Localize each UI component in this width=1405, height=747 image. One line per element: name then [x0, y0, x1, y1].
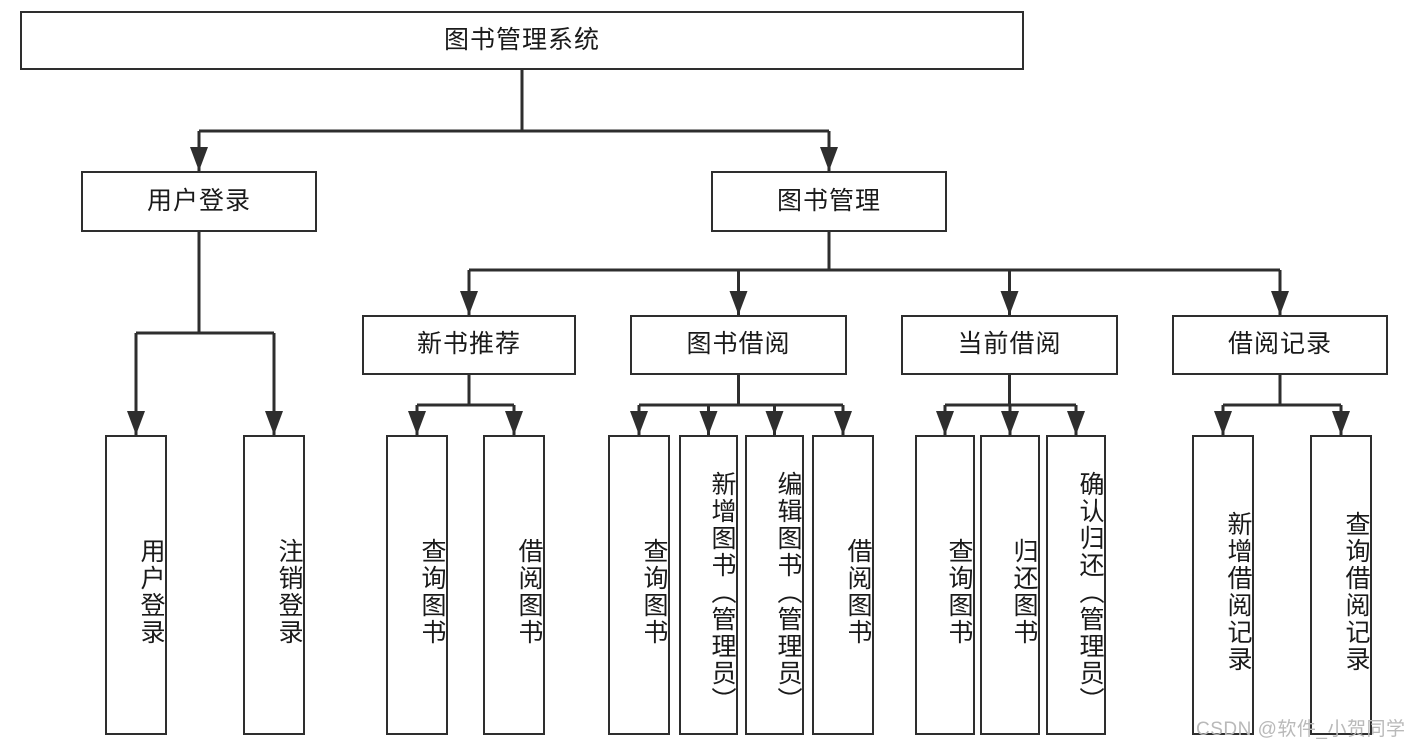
node-root[interactable]: 图书管理系统 — [20, 11, 1024, 70]
node-label: 查询图书 — [640, 538, 668, 646]
node-l-borrowbk[interactable]: 借阅图书 — [812, 435, 874, 735]
node-borrow[interactable]: 图书借阅 — [630, 315, 847, 375]
node-label: 查询图书 — [945, 538, 973, 646]
node-l-bnew[interactable]: 借阅图书 — [483, 435, 545, 735]
node-bookmgmt[interactable]: 图书管理 — [711, 171, 947, 232]
node-label: 归还图书 — [1010, 538, 1038, 646]
arrow-head — [1000, 291, 1019, 315]
node-l-logout[interactable]: 注销登录 — [243, 435, 305, 735]
arrow-head — [834, 411, 852, 435]
arrow-head — [190, 147, 208, 171]
node-label: 图书管理系统 — [443, 25, 600, 54]
arrow-head — [1067, 411, 1085, 435]
node-label: 图书借阅 — [686, 330, 791, 359]
arrow-head — [408, 411, 426, 435]
arrow-head — [460, 291, 478, 315]
arrow-head — [1001, 411, 1019, 435]
node-label: 借阅图书 — [844, 538, 872, 646]
arrow-head — [936, 411, 954, 435]
node-label: 用户登录 — [137, 538, 165, 646]
node-label: 新增借阅记录 — [1224, 511, 1252, 673]
arrow-head — [729, 291, 748, 315]
arrow-head — [820, 147, 838, 171]
arrow-head — [1271, 291, 1289, 315]
node-label: 借阅图书 — [515, 538, 543, 646]
node-l-qbook[interactable]: 查询图书 — [608, 435, 670, 735]
node-label: 注销登录 — [275, 538, 303, 646]
arrow-head — [765, 411, 784, 435]
node-label: 查询借阅记录 — [1342, 511, 1370, 673]
arrow-head — [1332, 411, 1350, 435]
node-l-addbook[interactable]: 新增图书（管理员） — [679, 435, 738, 735]
arrow-head — [1214, 411, 1232, 435]
arrow-head — [127, 411, 145, 435]
node-label: 确认归还（管理员） — [1076, 470, 1104, 714]
node-l-return[interactable]: 归还图书 — [980, 435, 1040, 735]
node-label: 新增图书（管理员） — [708, 470, 736, 714]
node-l-qnew[interactable]: 查询图书 — [386, 435, 448, 735]
arrow-head — [699, 411, 718, 435]
node-label: 借阅记录 — [1227, 330, 1332, 359]
node-l-confirm[interactable]: 确认归还（管理员） — [1046, 435, 1106, 735]
node-label: 查询图书 — [418, 538, 446, 646]
node-label: 编辑图书（管理员） — [774, 470, 802, 714]
arrow-head — [265, 411, 283, 435]
arrow-head — [505, 411, 523, 435]
node-l-qcur[interactable]: 查询图书 — [915, 435, 975, 735]
watermark-label: CSDN @软件_小贺同学 — [1196, 719, 1405, 740]
node-label: 用户登录 — [146, 186, 251, 215]
node-login[interactable]: 用户登录 — [81, 171, 317, 232]
node-label: 图书管理 — [776, 186, 881, 215]
node-records[interactable]: 借阅记录 — [1172, 315, 1388, 375]
node-l-editbook[interactable]: 编辑图书（管理员） — [745, 435, 804, 735]
node-label: 新书推荐 — [416, 330, 521, 359]
node-l-qrec[interactable]: 查询借阅记录 — [1310, 435, 1372, 735]
node-current[interactable]: 当前借阅 — [901, 315, 1118, 375]
arrow-head — [630, 411, 648, 435]
node-newbook[interactable]: 新书推荐 — [362, 315, 576, 375]
node-l-addrec[interactable]: 新增借阅记录 — [1192, 435, 1254, 735]
node-label: 当前借阅 — [957, 330, 1062, 359]
node-l-login[interactable]: 用户登录 — [105, 435, 167, 735]
